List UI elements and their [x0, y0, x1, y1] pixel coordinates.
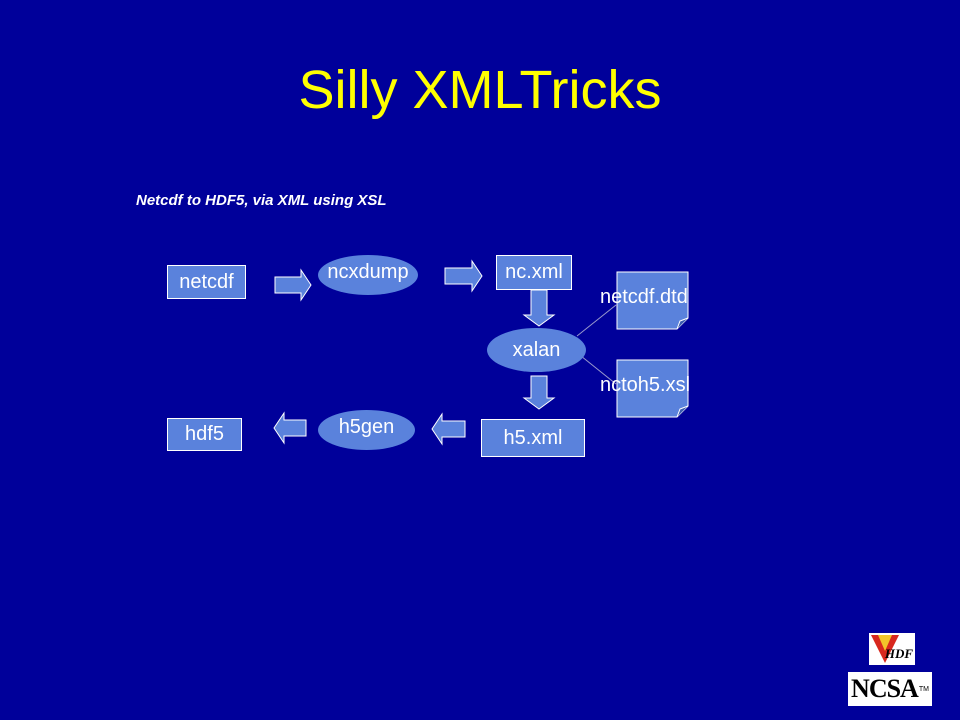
node-ncxdump-label: ncxdump [327, 261, 409, 283]
arrow-ncxml-to-xalan [522, 289, 556, 327]
arrow-ncxdump-to-ncxml [444, 259, 483, 293]
node-hdf5: hdf5 [167, 418, 242, 451]
hdf-logo: HDF [869, 633, 915, 665]
node-nctoh5-xsl-label: nctoh5.xsl [600, 374, 691, 396]
arrow-h5gen-to-hdf5 [273, 411, 307, 445]
node-netcdf: netcdf [167, 265, 246, 299]
slide-subtitle: Netcdf to HDF5, via XML using XSL [136, 192, 387, 209]
connector-xalan-nctoh5-xsl [580, 355, 617, 385]
slide-title: Silly XMLTricks [298, 60, 662, 120]
arrow-netcdf-to-ncxdump [274, 268, 312, 302]
node-xalan: xalan [487, 328, 586, 372]
node-hdf5-label: hdf5 [185, 423, 224, 445]
hdf-logo-text: HDF [884, 646, 913, 661]
node-ncxdump: ncxdump [318, 255, 418, 295]
node-h5gen: h5gen [318, 410, 415, 450]
node-netcdf-label: netcdf [179, 270, 234, 293]
node-h5-xml-label: h5.xml [503, 426, 563, 449]
node-netcdf-dtd-label: netcdf.dtd [600, 286, 688, 308]
node-xalan-label: xalan [512, 338, 561, 361]
ncsa-logo-text: NCSA [851, 674, 919, 703]
node-nc-xml-label: nc.xml [505, 261, 563, 283]
hdf-logo-emblem [871, 635, 899, 663]
node-h5-xml: h5.xml [481, 419, 585, 457]
ncsa-logo: NCSA TM [848, 672, 932, 706]
node-nc-xml: nc.xml [496, 255, 572, 290]
ncsa-logo-tm: TM [918, 685, 929, 693]
arrow-h5xml-to-h5gen [431, 412, 466, 446]
connector-xalan-netcdf-dtd [576, 304, 617, 337]
arrow-xalan-to-h5xml [522, 375, 556, 410]
node-h5gen-label: h5gen [338, 416, 395, 438]
